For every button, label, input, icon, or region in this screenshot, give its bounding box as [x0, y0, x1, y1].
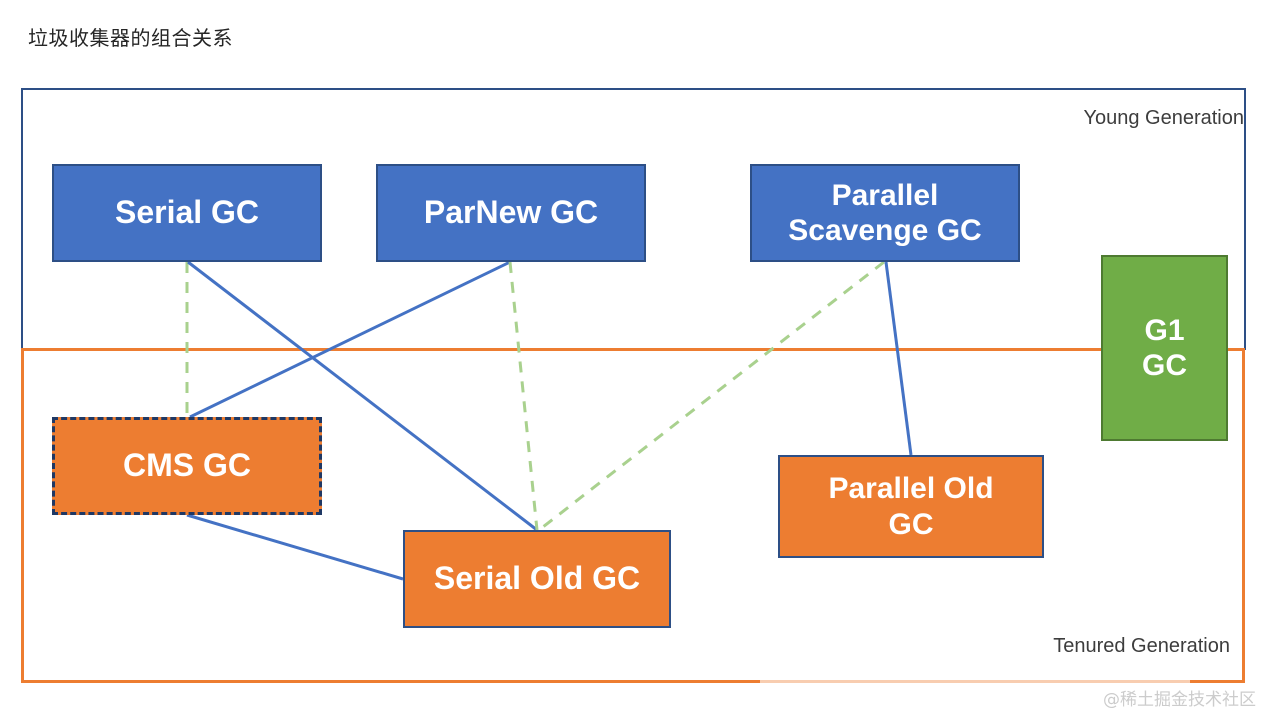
collector-label-parallel-scavenge-gc: Parallel Scavenge GC: [788, 178, 981, 249]
collector-label-line-2: GC: [888, 507, 934, 541]
collector-box-cms-gc[interactable]: CMS GC: [52, 417, 322, 515]
collector-box-parallel-scavenge-gc[interactable]: Parallel Scavenge GC: [750, 164, 1020, 262]
collector-label-cms-gc: CMS GC: [123, 447, 251, 484]
collector-label-line-1: Parallel: [831, 178, 939, 212]
page-title: 垃圾收集器的组合关系: [28, 26, 233, 50]
collector-label-line-1: Parallel Old: [828, 472, 994, 506]
region-label-tenured-generation: Tenured Generation: [1053, 635, 1230, 657]
collector-label-line-1: G1: [1144, 313, 1185, 347]
region-tenured-generation: [21, 348, 1245, 683]
watermark-band: [760, 676, 1190, 687]
collector-label-parallel-old-gc: Parallel Old GC: [828, 471, 993, 542]
collector-box-parallel-old-gc[interactable]: Parallel Old GC: [778, 455, 1044, 558]
collector-label-line-2: GC: [1142, 349, 1187, 382]
collector-label-serial-old-gc: Serial Old GC: [433, 560, 641, 597]
collector-label-parnew-gc: ParNew GC: [423, 194, 599, 231]
collector-box-serial-old-gc[interactable]: Serial Old GC: [403, 530, 671, 628]
collector-box-g1-gc[interactable]: G1 GC: [1101, 255, 1228, 441]
region-label-young-generation: Young Generation: [1083, 107, 1244, 129]
collector-box-parnew-gc[interactable]: ParNew GC: [376, 164, 646, 262]
collector-label-g1-gc: G1 GC: [1142, 313, 1187, 384]
collector-box-serial-gc[interactable]: Serial GC: [52, 164, 322, 262]
collector-label-serial-gc: Serial GC: [114, 194, 260, 231]
collector-label-line-2: Scavenge GC: [788, 214, 982, 247]
watermark-text: @稀土掘金技术社区: [1103, 690, 1256, 710]
